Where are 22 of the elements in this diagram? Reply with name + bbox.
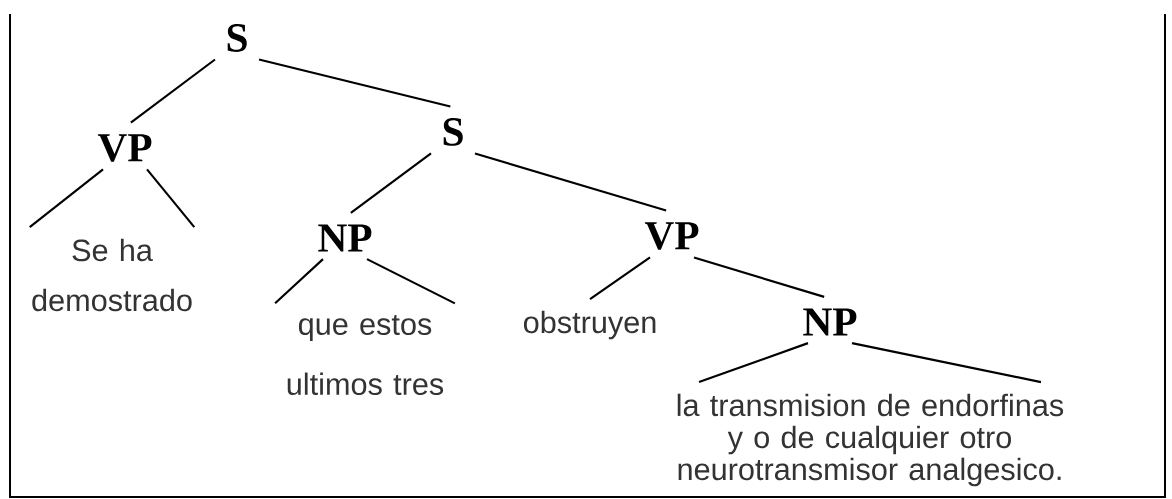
branch-line: [350, 152, 432, 214]
category-label: NP: [318, 224, 372, 252]
branch-line: [693, 256, 825, 298]
category-label: S: [227, 24, 247, 52]
word-text: obstruyen: [523, 310, 656, 340]
branch-line: [698, 342, 809, 384]
branch-line: [146, 168, 196, 228]
branch-line: [258, 58, 451, 108]
word-text: la transmision de endorfinas y o de cualquier otro neurotransmisor analgesico.: [677, 393, 1064, 487]
branch-line: [366, 258, 456, 305]
category-label: S: [443, 118, 463, 146]
branch-line: [29, 168, 104, 228]
branch-line: [851, 342, 1042, 384]
branch-line: [274, 258, 324, 305]
category-label: VP: [644, 222, 699, 250]
branch-line: [474, 152, 667, 212]
category-label: NP: [803, 308, 857, 336]
category-label: VP: [97, 134, 152, 162]
word-text: que estos ultimos tres: [287, 314, 444, 396]
branch-line: [130, 58, 216, 124]
branch-line: [589, 256, 651, 300]
word-text: Se ha demostrado: [32, 238, 192, 312]
